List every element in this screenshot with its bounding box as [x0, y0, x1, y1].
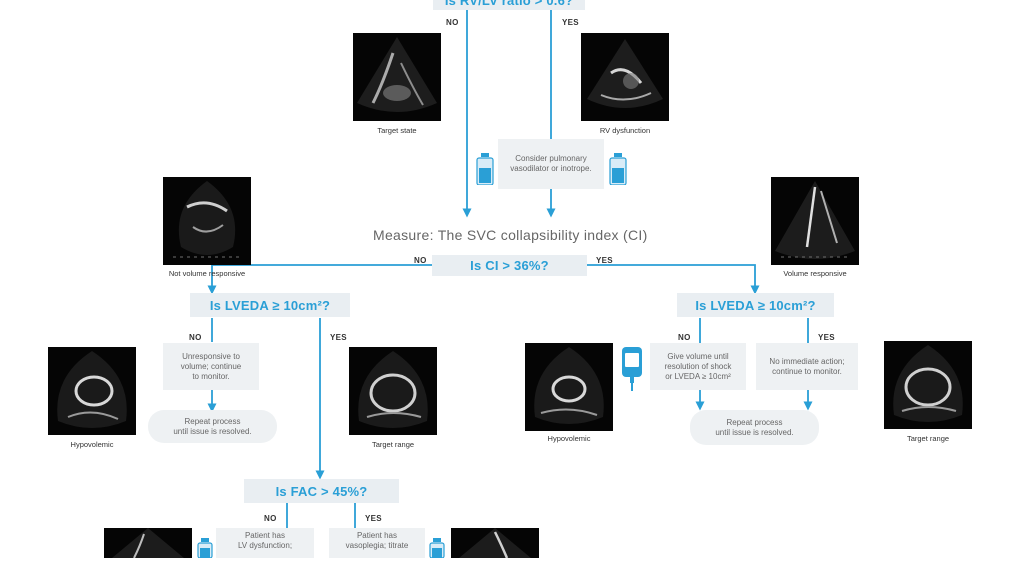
- ci-question: Is CI > 36%?: [432, 255, 587, 276]
- caption-target-range-left: Target range: [371, 440, 415, 449]
- rvlv-question: Is RV/LV ratio > 0.6?: [433, 0, 585, 10]
- echo-image-bottom-right: [451, 528, 539, 558]
- caption-not-volume-responsive: Not volume responsive: [168, 269, 246, 278]
- rvlv-no-label: NO: [446, 18, 459, 27]
- lveda-right-no-label: NO: [678, 333, 691, 342]
- vial-icon-fac-right: [429, 538, 445, 559]
- echo-image-hypovolemic-left: [48, 347, 136, 435]
- echo-image-bottom-left: [104, 528, 192, 558]
- box-pulmonary-vasodilator: Consider pulmonary vasodilator or inotro…: [498, 139, 604, 189]
- box-no-immediate-action: No immediate action; continue to monitor…: [756, 343, 858, 390]
- echo-image-target-state: [353, 33, 441, 121]
- vial-icon-right: [609, 153, 627, 186]
- vial-icon-left: [476, 153, 494, 186]
- caption-rv-dysfunction: RV dysfunction: [599, 126, 651, 135]
- pill-repeat-process-left: Repeat process until issue is resolved.: [148, 410, 277, 443]
- iv-bag-icon: [620, 347, 644, 391]
- box-lv-dysfunction: Patient has LV dysfunction;: [216, 528, 314, 558]
- echo-image-target-range-left: [349, 347, 437, 435]
- fac-yes-label: YES: [365, 514, 382, 523]
- rvlv-yes-label: YES: [562, 18, 579, 27]
- lveda-question-left: Is LVEDA ≥ 10cm²?: [190, 293, 350, 317]
- fac-no-label: NO: [264, 514, 277, 523]
- fac-question: Is FAC > 45%?: [244, 479, 399, 503]
- echo-image-hypovolemic-right: [525, 343, 613, 431]
- box-vasoplegia: Patient has vasoplegia; titrate: [329, 528, 425, 558]
- echo-image-rv-dysfunction: [581, 33, 669, 121]
- pill-repeat-process-right: Repeat process until issue is resolved.: [690, 410, 819, 445]
- lveda-question-right: Is LVEDA ≥ 10cm²?: [677, 293, 834, 317]
- caption-target-state: Target state: [377, 126, 417, 135]
- caption-target-range-right: Target range: [906, 434, 950, 443]
- lveda-right-yes-label: YES: [818, 333, 835, 342]
- echo-image-volume-responsive: [771, 177, 859, 265]
- echo-image-target-range-right: [884, 341, 972, 429]
- box-unresponsive-to-volume: Unresponsive to volume; continue to moni…: [163, 343, 259, 390]
- ci-no-label: NO: [414, 256, 427, 265]
- echo-image-not-volume-responsive: [163, 177, 251, 265]
- vial-icon-fac-left: [197, 538, 213, 559]
- caption-hypovolemic-right: Hypovolemic: [547, 434, 591, 443]
- caption-hypovolemic-left: Hypovolemic: [70, 440, 114, 449]
- measure-svc-ci: Measure: The SVC collapsibility index (C…: [373, 227, 648, 243]
- box-give-volume: Give volume until resolution of shock or…: [650, 343, 746, 390]
- ci-yes-label: YES: [596, 256, 613, 265]
- lveda-left-yes-label: YES: [330, 333, 347, 342]
- lveda-left-no-label: NO: [189, 333, 202, 342]
- caption-volume-responsive: Volume responsive: [783, 269, 847, 278]
